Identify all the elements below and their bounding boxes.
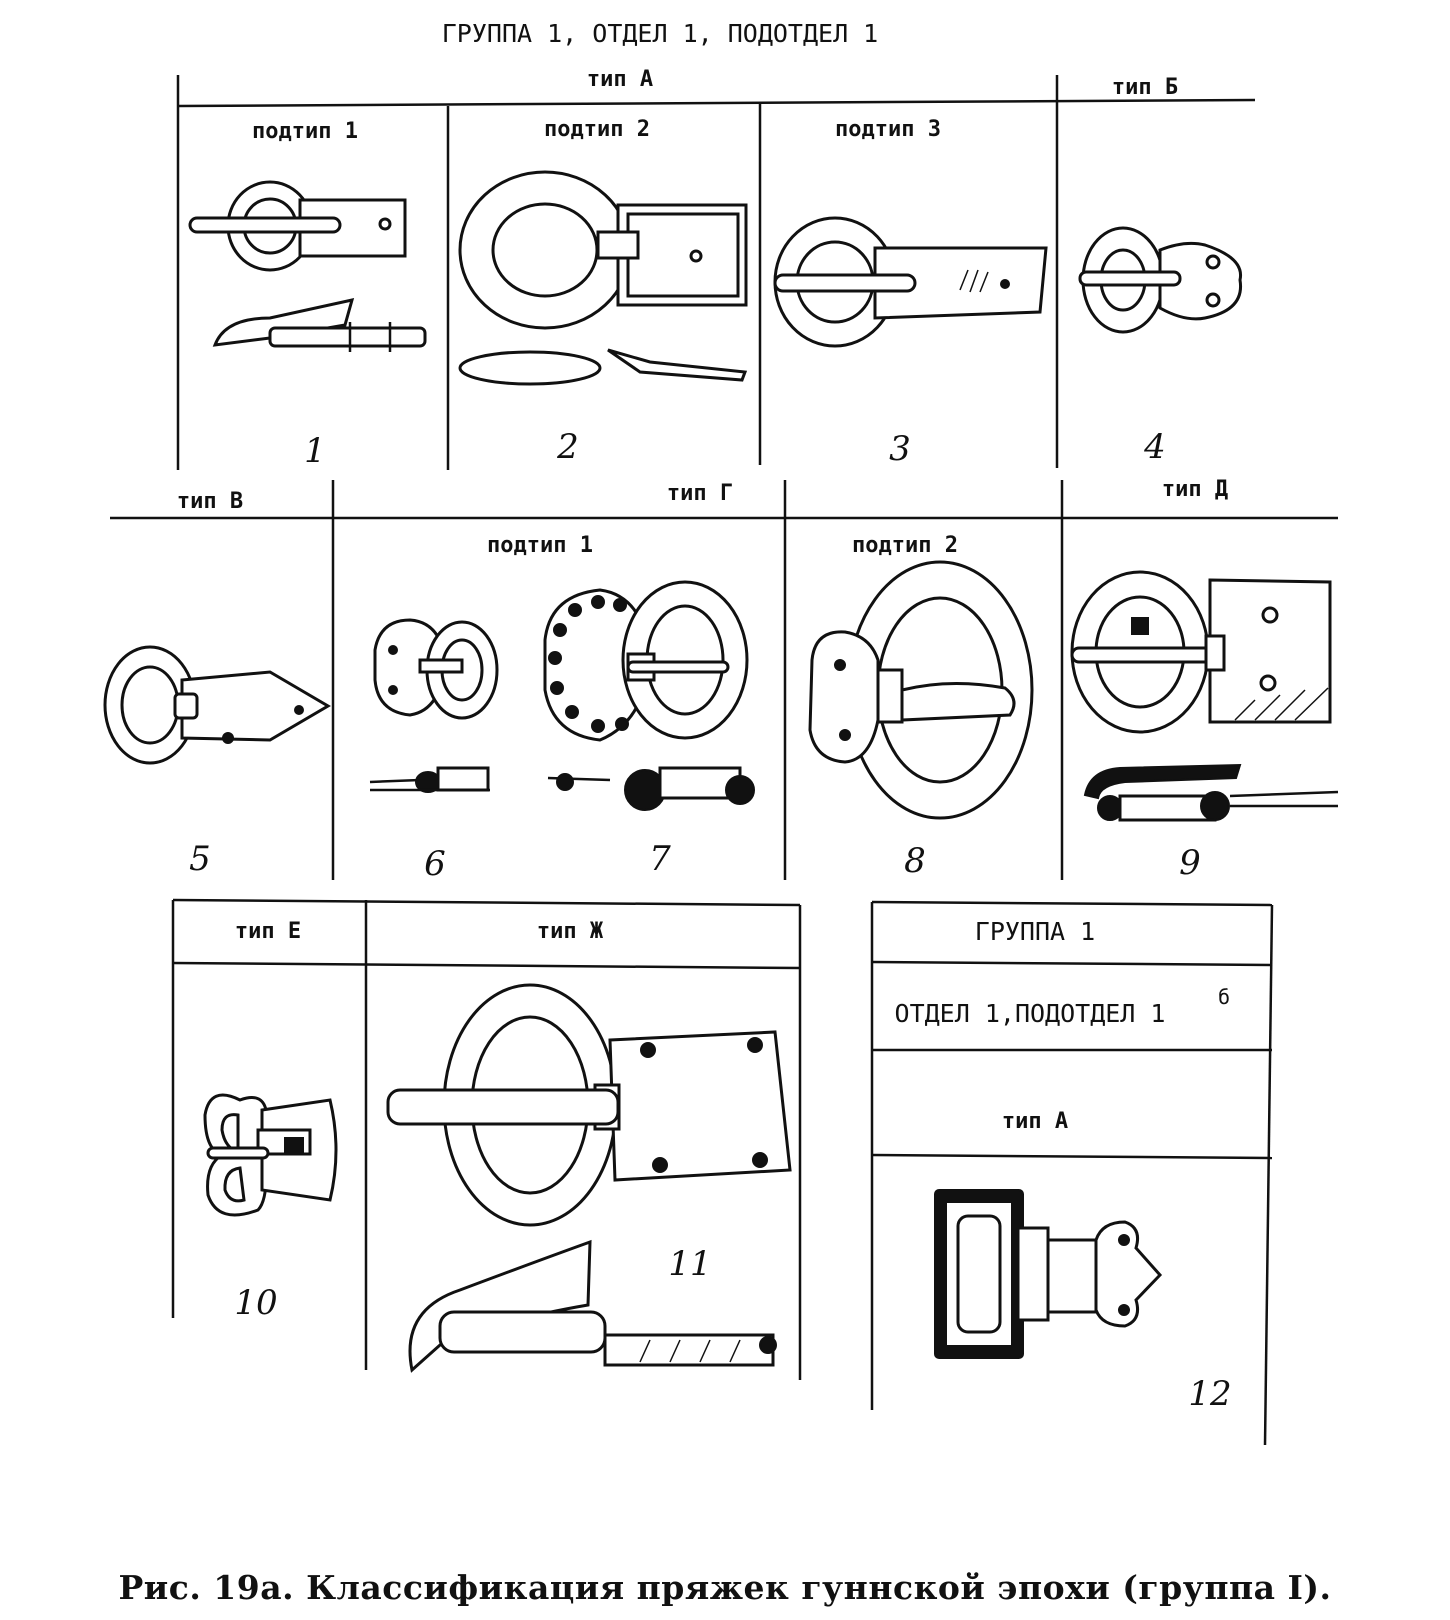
number-2: 2	[556, 427, 579, 467]
hatching-11	[639, 1339, 741, 1363]
buckle-drawing-9	[1070, 570, 1339, 822]
number-10: 10	[234, 1283, 277, 1323]
label-type-b: тип Б	[1112, 75, 1178, 100]
buckle-drawing-4	[1078, 226, 1243, 334]
label-g-subtype-1: подтип 1	[487, 533, 593, 558]
buckle-drawing-10	[203, 1093, 338, 1217]
rivet-dots-7	[548, 595, 629, 733]
buckle-drawing-5	[103, 645, 331, 765]
row3-grid	[171, 898, 802, 1380]
group-box-grid	[870, 900, 1274, 1446]
hatching-9	[1234, 687, 1329, 721]
group-box-section-sup: б	[1218, 985, 1230, 1009]
group-box-group: ГРУППА 1	[975, 917, 1095, 946]
label-a-subtype-3: подтип 3	[835, 117, 941, 142]
row2-grid	[110, 480, 1338, 880]
buckle-drawing-11	[386, 983, 792, 1373]
buckle-drawing-1	[188, 180, 427, 352]
number-4: 4	[1143, 427, 1166, 467]
row1-grid	[176, 75, 1256, 470]
label-a-subtype-2: подтип 2	[544, 117, 650, 142]
label-type-d: тип Д	[1162, 477, 1228, 502]
number-7: 7	[649, 839, 671, 879]
group-box-section: ОТДЕЛ 1,ПОДОТДЕЛ 1	[895, 999, 1166, 1028]
number-9: 9	[1179, 843, 1201, 883]
label-type-e: тип Е	[235, 919, 301, 944]
figure-caption: Рис. 19а. Классификация пряжек гуннской …	[118, 1568, 1332, 1607]
label-type-g: тип Г	[667, 481, 733, 506]
number-1: 1	[304, 431, 326, 471]
group-box-type: тип А	[1002, 1109, 1068, 1134]
buckle-drawing-8	[808, 560, 1034, 820]
buckle-drawing-3	[773, 216, 1048, 348]
number-12: 12	[1188, 1374, 1231, 1414]
number-6: 6	[424, 844, 446, 884]
buckle-drawing-7	[543, 580, 755, 811]
number-3: 3	[889, 429, 911, 469]
buckle-drawing-6	[369, 618, 499, 793]
number-5: 5	[189, 839, 211, 879]
number-11: 11	[668, 1244, 711, 1284]
label-g-subtype-2: подтип 2	[852, 533, 958, 558]
plate-header: ГРУППА 1, ОТДЕЛ 1, ПОДОТДЕЛ 1	[442, 19, 879, 48]
label-type-a: тип А	[587, 67, 653, 92]
classification-plate: ГРУППА 1, ОТДЕЛ 1, ПОДОТДЕЛ 1 тип А тип …	[103, 19, 1339, 1446]
number-8: 8	[904, 841, 926, 881]
buckle-drawing-12	[934, 1189, 1163, 1359]
label-a-subtype-1: подтип 1	[252, 119, 358, 144]
buckle-drawing-2	[458, 170, 748, 386]
label-type-zh: тип Ж	[537, 919, 604, 944]
label-type-v: тип В	[177, 489, 243, 514]
